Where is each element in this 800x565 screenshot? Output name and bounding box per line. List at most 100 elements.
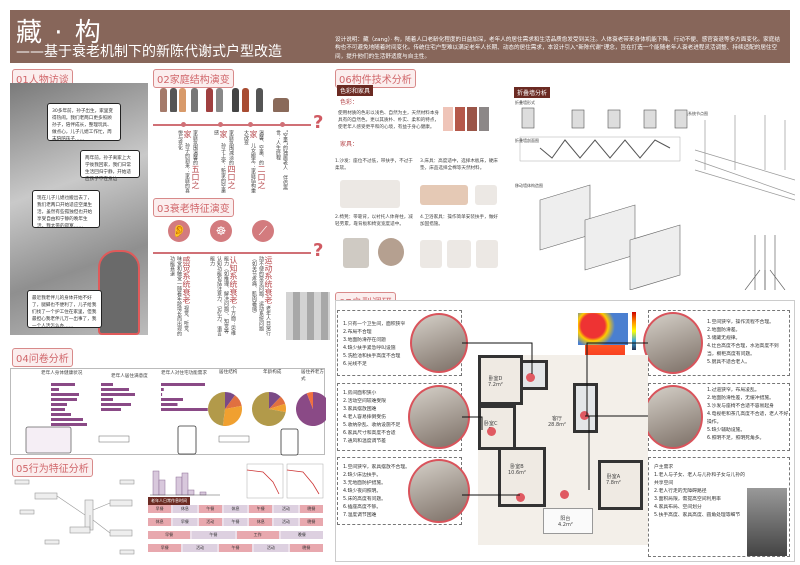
issue-item: 4.缺少扶手紧急呼叫设施 xyxy=(343,346,396,351)
kitchen-photo xyxy=(643,312,703,374)
issue-item: 3.沙发与座椅不合适不容易起身 xyxy=(707,404,774,409)
room-area: 7.2m² xyxy=(488,382,503,388)
ear-icon: 👂 xyxy=(168,220,190,242)
survey-bar xyxy=(51,418,83,421)
sofa-image xyxy=(340,180,400,208)
interview-bubble-1: 30多年前，孙子出生，家里变得热闹。我们老两口更多照顾孙子，陪伴成长，整理玩具、… xyxy=(47,103,121,142)
swatch-2 xyxy=(455,107,465,131)
color-description: 使用材质的色彩以浅色、自然为主，天然材料本身具有的自然色，更以其质朴、朴实、柔和… xyxy=(338,111,440,130)
schedule-block: 休息 xyxy=(148,518,172,526)
survey-bar xyxy=(161,403,178,406)
question-mark-icon: ? xyxy=(313,240,324,261)
survey-bar xyxy=(51,413,71,416)
issue-item: 7.通风和温度调节差 xyxy=(343,439,386,444)
survey-bar xyxy=(101,388,129,391)
pie-title: 年龄构成 xyxy=(263,370,282,375)
swatch-1 xyxy=(443,107,453,131)
schedule-block: 午餐 xyxy=(198,505,222,513)
kitchen-card: 1.空间狭窄，操作流程不合理。2.地面防滑差。3.储藏无规律。4.灶台高度不合理… xyxy=(643,310,790,376)
marker-bedroom-b[interactable] xyxy=(516,493,525,502)
color-label: 色彩： xyxy=(340,99,359,106)
survey-bar xyxy=(161,388,164,391)
room-label: 卧室A xyxy=(606,474,621,480)
survey-bar xyxy=(51,388,59,391)
schedule-block: 午餐 xyxy=(223,518,248,526)
chart-title: 老年人身体健康状况 xyxy=(41,371,83,376)
survey-charts xyxy=(25,383,331,456)
survey-bar xyxy=(161,408,208,411)
room-label: 卧室D xyxy=(488,376,503,382)
interview-bubble-3: 现在儿子儿媳也搬出去了，我们老两口开始适应空巢生活，虽然有些孤独但也开始享受自由… xyxy=(32,190,100,229)
mindmap-node xyxy=(218,435,250,443)
marker-living[interactable] xyxy=(560,490,569,499)
behavior-line-charts xyxy=(246,463,324,499)
furniture-bed-text: 3.床具：高度适中，选择木板床，硬床垫，床品选择全棉等天然材料。 xyxy=(420,159,498,171)
furniture-label: 家具： xyxy=(340,141,359,148)
poster-subtitle: ——基于衰老机制下的新陈代谢式户型改造 xyxy=(16,44,282,60)
aging-cognitive: 认知系统衰老 个方面：思维能力（如推理、解决问题）、知觉等认知功能包括注意力、记… xyxy=(209,256,238,336)
bathtub-image xyxy=(447,240,471,268)
aging-sensory: 感觉系统衰老 视觉、听觉、味觉和触觉一随着年龄增长而出现的功能衰退 xyxy=(169,256,191,336)
schedule-block: 早餐 xyxy=(148,505,172,513)
issue-item: 2.地面防滑性差，无缓冲措施。 xyxy=(707,396,774,401)
survey-bar xyxy=(101,393,135,396)
pie-slice xyxy=(269,392,281,409)
survey-bar xyxy=(101,383,113,386)
schedule-block: 活动 xyxy=(274,505,298,513)
pie-slice xyxy=(225,392,235,409)
schedule-block: 晚餐 xyxy=(299,518,323,526)
schedule-block: 晚餐 xyxy=(289,544,324,552)
issue-item: 5.厨具不适合老人。 xyxy=(707,360,750,365)
schedule-block: 休息 xyxy=(249,518,273,526)
heatmap-scale xyxy=(632,312,636,350)
pixelated-face-image xyxy=(286,292,330,340)
marker-bathroom[interactable] xyxy=(526,373,535,382)
interview-bubble-4: 最近我老伴儿的身体开始不好了，腿脚也不便利了，儿子给我们找了一个护工住在家里，但… xyxy=(27,290,102,329)
chart-title: 老年人对住宅功能需求 xyxy=(161,371,207,376)
schedule-row: 休息早餐活动午餐休息活动晚餐 xyxy=(148,518,323,526)
issue-item: 1.过道狭窄，布局凌乱。 xyxy=(707,388,760,393)
issue-item: 5.缺少辅助设施。 xyxy=(707,428,746,433)
swatch-3 xyxy=(467,107,477,131)
pie-title: 居住结构 xyxy=(219,370,238,375)
round-chair-image xyxy=(378,238,404,266)
section-04-title: 04问卷分析 xyxy=(12,348,73,367)
section-05-title: 05行为特征分析 xyxy=(12,458,93,477)
issue-item: 6.家具尺寸和高度不合适 xyxy=(343,431,396,436)
elderly-couple-image xyxy=(747,488,787,556)
phone-image xyxy=(177,425,197,455)
aging-timeline xyxy=(153,252,311,254)
kitchen-issues: 1.空间狭窄，操作流程不合理。2.地面防滑差。3.储藏无规律。4.灶台高度不合理… xyxy=(707,319,787,367)
issue-item: 1.只有一个卫生间，面积狭窄 xyxy=(343,322,406,327)
issue-item: 2.布局不合理 xyxy=(343,330,372,335)
issue-item: 6.插座高度不够。 xyxy=(343,505,382,510)
schedule-block: 晚餐 xyxy=(299,505,323,513)
issue-item: 4.灶台高度不合理，水池高度不到当，橱柜高度有问题。 xyxy=(707,344,779,357)
schedule-block: 休息 xyxy=(223,505,248,513)
survey-bar xyxy=(51,403,67,406)
schedule-block: 早餐 xyxy=(148,544,182,552)
pie-slice xyxy=(269,396,286,409)
design-description: 设计说明：藏（zang）· 构，随着人口老龄化程度的日益加深，老年人的居住需求和… xyxy=(335,37,780,60)
issue-item: 3.家具摆放困难 xyxy=(343,407,377,412)
pie-title: 居住养老方式 xyxy=(301,370,324,382)
pie-slice xyxy=(225,395,242,409)
toilet-image xyxy=(476,240,498,268)
issue-item: 4.老人容易摔倒受伤 xyxy=(343,415,386,420)
tablet-image xyxy=(25,426,72,454)
care-bed-image xyxy=(475,185,497,205)
issue-item: 5.收纳杂乱、收纳设施不足 xyxy=(343,423,401,428)
elderly-man-figure xyxy=(98,250,140,335)
color-furniture-tag: 色彩和家具 xyxy=(337,85,374,96)
survey-bar xyxy=(161,383,205,386)
marker-bedroom-c[interactable] xyxy=(487,427,496,436)
pie-slice xyxy=(269,403,286,413)
issue-item: 2.缺少床边扶手。 xyxy=(343,473,382,478)
marker-kitchen[interactable] xyxy=(580,411,589,420)
wall-label: 导轨系统节点图 xyxy=(680,111,708,116)
pie-slice xyxy=(251,392,286,426)
room-area: 28.8m² xyxy=(548,422,567,428)
folding-wall-drawings xyxy=(519,107,795,290)
